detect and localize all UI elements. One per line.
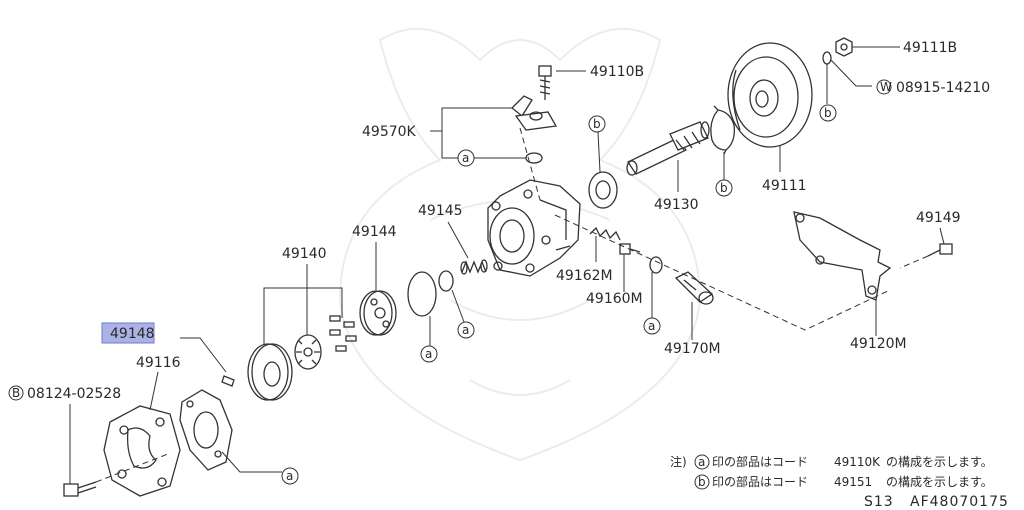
part-49140-vanes bbox=[329, 315, 357, 352]
part-49570K-fitting bbox=[511, 95, 558, 164]
svg-text:b: b bbox=[824, 106, 832, 120]
svg-text:a: a bbox=[462, 323, 469, 337]
part-49120M-bracket bbox=[793, 211, 892, 301]
label-08915-14210[interactable]: 08915-14210 bbox=[896, 80, 990, 96]
reference-code: AF48070175 bbox=[910, 494, 1009, 510]
callout-a-valve-o-ring: a bbox=[643, 317, 661, 335]
note-line-1: 注) a 印の部品はコード 49110K の構成を示します。 bbox=[670, 454, 993, 470]
label-08124-prefix: B bbox=[12, 386, 20, 400]
svg-text:a: a bbox=[698, 455, 705, 469]
part-49162M-spring bbox=[589, 226, 621, 241]
label-49148[interactable]: 49148 bbox=[110, 326, 155, 342]
callout-b-snap-ring: b bbox=[715, 179, 733, 197]
callout-a-gasket: a bbox=[281, 467, 299, 485]
svg-text:b: b bbox=[698, 475, 706, 489]
svg-text:a: a bbox=[286, 469, 293, 483]
callout-b-seal: b bbox=[588, 115, 606, 133]
part-gasket bbox=[179, 389, 233, 471]
svg-text:注): 注) bbox=[670, 454, 687, 469]
part-49148-pin bbox=[221, 375, 235, 387]
svg-text:b: b bbox=[720, 181, 728, 195]
svg-text:b: b bbox=[593, 117, 601, 131]
part-49149-bolt bbox=[927, 243, 953, 257]
label-49160M[interactable]: 49160M bbox=[586, 291, 643, 307]
part-pump-housing bbox=[487, 179, 581, 277]
part-49140-rotor bbox=[294, 334, 322, 370]
part-49140-cam-ring bbox=[247, 343, 293, 401]
part-49110B-bolt bbox=[538, 65, 552, 100]
part-o-ring-valve bbox=[649, 256, 663, 274]
part-49144-cam-plate bbox=[359, 290, 397, 336]
label-49162M[interactable]: 49162M bbox=[556, 268, 613, 284]
part-49111B-nut bbox=[835, 37, 853, 57]
leader-lines bbox=[69, 46, 945, 484]
svg-text:印の部品はコード: 印の部品はコード bbox=[712, 454, 808, 469]
label-08915-prefix: W bbox=[880, 80, 892, 94]
part-49116-cover bbox=[103, 405, 181, 497]
part-08915-washer bbox=[822, 51, 832, 65]
highlight-box-49148 bbox=[101, 322, 155, 344]
svg-text:印の部品はコード: 印の部品はコード bbox=[712, 474, 808, 489]
assembly-axes bbox=[95, 127, 929, 483]
label-49130[interactable]: 49130 bbox=[654, 197, 699, 213]
label-49570K[interactable]: 49570K bbox=[362, 124, 417, 140]
label-49116[interactable]: 49116 bbox=[136, 355, 181, 371]
note-line-2: b 印の部品はコード 49151 の構成を示します。 bbox=[694, 474, 993, 490]
label-49111B[interactable]: 49111B bbox=[903, 40, 957, 56]
svg-text:a: a bbox=[648, 319, 655, 333]
svg-text:49151: 49151 bbox=[834, 475, 872, 489]
label-49149[interactable]: 49149 bbox=[916, 210, 961, 226]
label-08124-02528[interactable]: 08124-02528 bbox=[27, 386, 121, 402]
svg-text:の構成を示します。: の構成を示します。 bbox=[886, 455, 993, 469]
callout-a-small-o-ring: a bbox=[457, 321, 475, 339]
callout-a-large-o-ring: a bbox=[420, 345, 438, 363]
callout-b-washer: b bbox=[819, 104, 837, 122]
part-49111-pulley bbox=[727, 42, 813, 148]
part-o-ring-large bbox=[407, 271, 437, 317]
svg-text:の構成を示します。: の構成を示します。 bbox=[886, 475, 993, 489]
callout-a-49570K: a bbox=[457, 149, 475, 167]
label-49170M[interactable]: 49170M bbox=[664, 341, 721, 357]
reference-page: S13 bbox=[864, 494, 894, 510]
svg-text:49110K: 49110K bbox=[834, 455, 881, 469]
part-o-ring-small bbox=[438, 270, 454, 292]
label-49144[interactable]: 49144 bbox=[352, 224, 397, 240]
part-49170M-connector bbox=[674, 271, 714, 305]
svg-text:a: a bbox=[462, 151, 469, 165]
part-49145-spring bbox=[460, 259, 488, 275]
svg-text:a: a bbox=[425, 347, 432, 361]
label-49145[interactable]: 49145 bbox=[418, 203, 463, 219]
part-49130-shaft bbox=[626, 121, 710, 176]
label-49120M[interactable]: 49120M bbox=[850, 336, 907, 352]
part-oil-seal bbox=[588, 171, 618, 209]
part-08124-bolt bbox=[63, 481, 97, 497]
label-49140[interactable]: 49140 bbox=[282, 246, 327, 262]
label-49111[interactable]: 49111 bbox=[762, 178, 807, 194]
label-49110B[interactable]: 49110B bbox=[590, 64, 644, 80]
